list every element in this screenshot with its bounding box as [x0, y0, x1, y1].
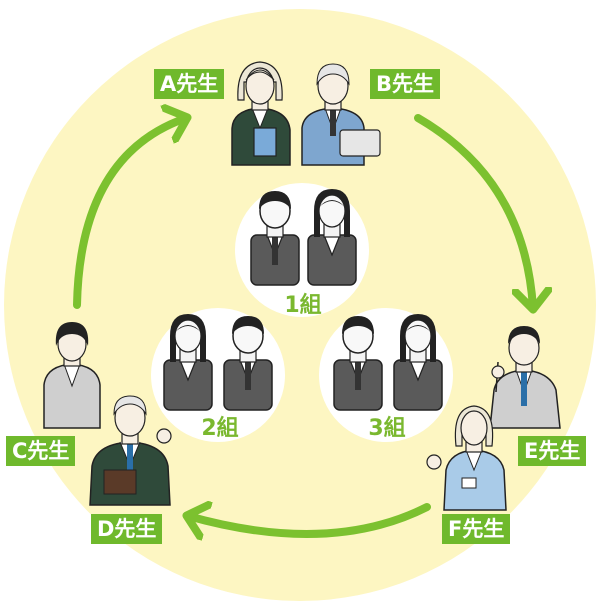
teacher-label-e: E先生 [518, 436, 587, 466]
arrow-b-to-e [414, 114, 533, 308]
arrow-c-to-a [73, 118, 186, 309]
student-icon [307, 188, 357, 286]
student-icon [393, 313, 443, 411]
arrow-f-to-d [188, 507, 431, 534]
teacher-label-b: B先生 [370, 69, 441, 99]
teacher-f-figure [426, 405, 507, 511]
teacher-a-figure [231, 61, 291, 166]
student-icon [163, 313, 213, 411]
teacher-e-figure [489, 326, 561, 429]
teacher-d-figure [89, 395, 172, 506]
teacher-label-d: D先生 [91, 514, 163, 544]
teacher-label-a: A先生 [154, 69, 225, 99]
class-label-2: 2組 [201, 416, 239, 441]
teacher-label-f: F先生 [442, 514, 511, 544]
teacher-c-figure [43, 322, 101, 429]
teacher-b-figure [301, 63, 381, 166]
class-label-3: 3組 [368, 416, 406, 441]
class-label-1: 1組 [284, 293, 322, 318]
teacher-label-c: C先生 [6, 436, 76, 466]
